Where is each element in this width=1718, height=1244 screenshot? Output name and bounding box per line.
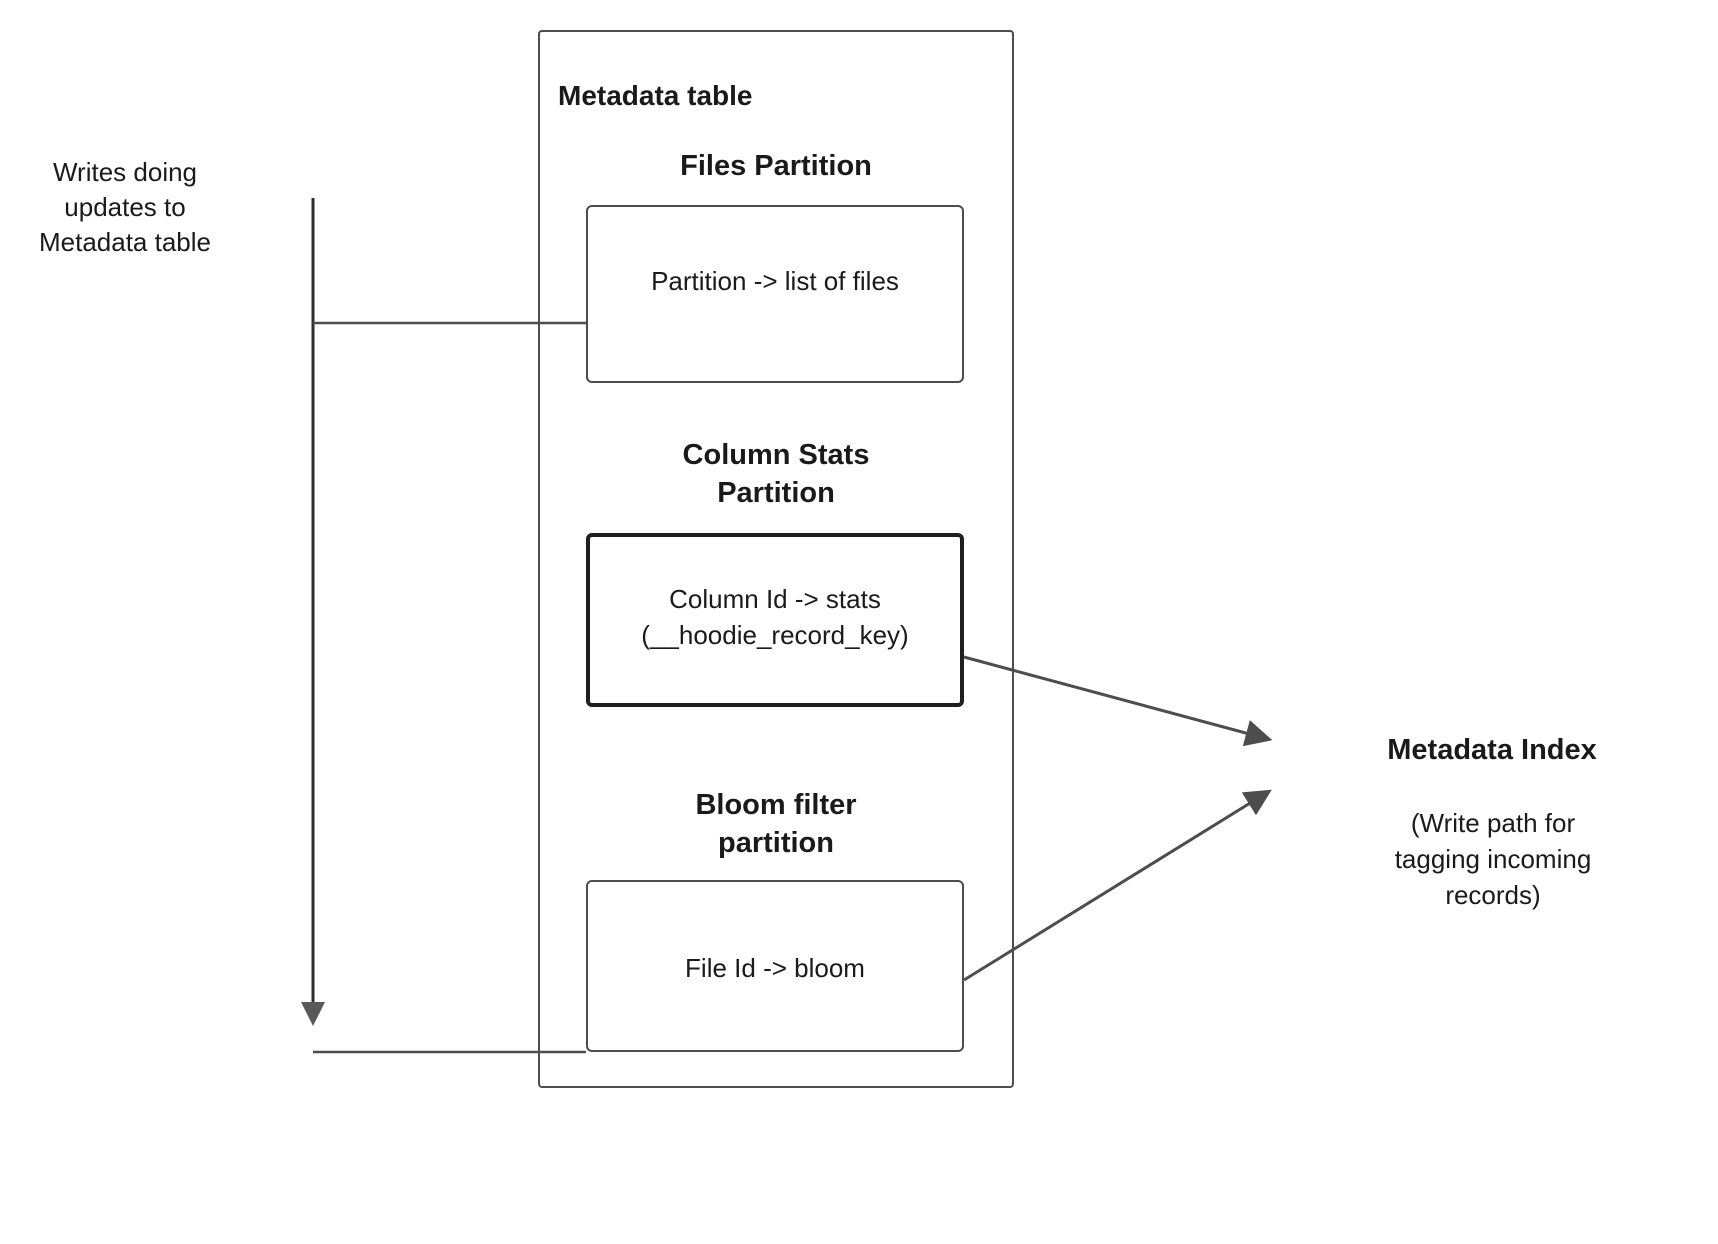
column-stats-partition-heading: Column Stats Partition [682, 439, 870, 510]
metadata-table-container [538, 30, 1014, 1088]
bloom-filter-partition-box[interactable]: File Id -> bloom [586, 880, 964, 1052]
files-partition-box[interactable]: Partition -> list of files [586, 205, 964, 383]
column-stats-partition-box[interactable]: Column Id -> stats (__hoodie_record_key) [586, 533, 964, 707]
bloom-filter-partition-heading: Bloom filter partition [695, 789, 857, 860]
writes-updates-caption: Writes doing updates to Metadata table [38, 157, 211, 258]
metadata-index-title: Metadata Index [1387, 734, 1597, 766]
metadata-table-title: Metadata table [558, 80, 753, 111]
column-stats-partition-box-label: Column Id -> stats (__hoodie_record_key) [641, 584, 909, 651]
files-partition-box-label: Partition -> list of files [651, 266, 899, 296]
bloom-filter-partition-box-label: File Id -> bloom [685, 953, 865, 983]
files-partition-heading: Files Partition [680, 150, 872, 182]
metadata-index-note: (Write path for tagging incoming records… [1394, 808, 1592, 910]
